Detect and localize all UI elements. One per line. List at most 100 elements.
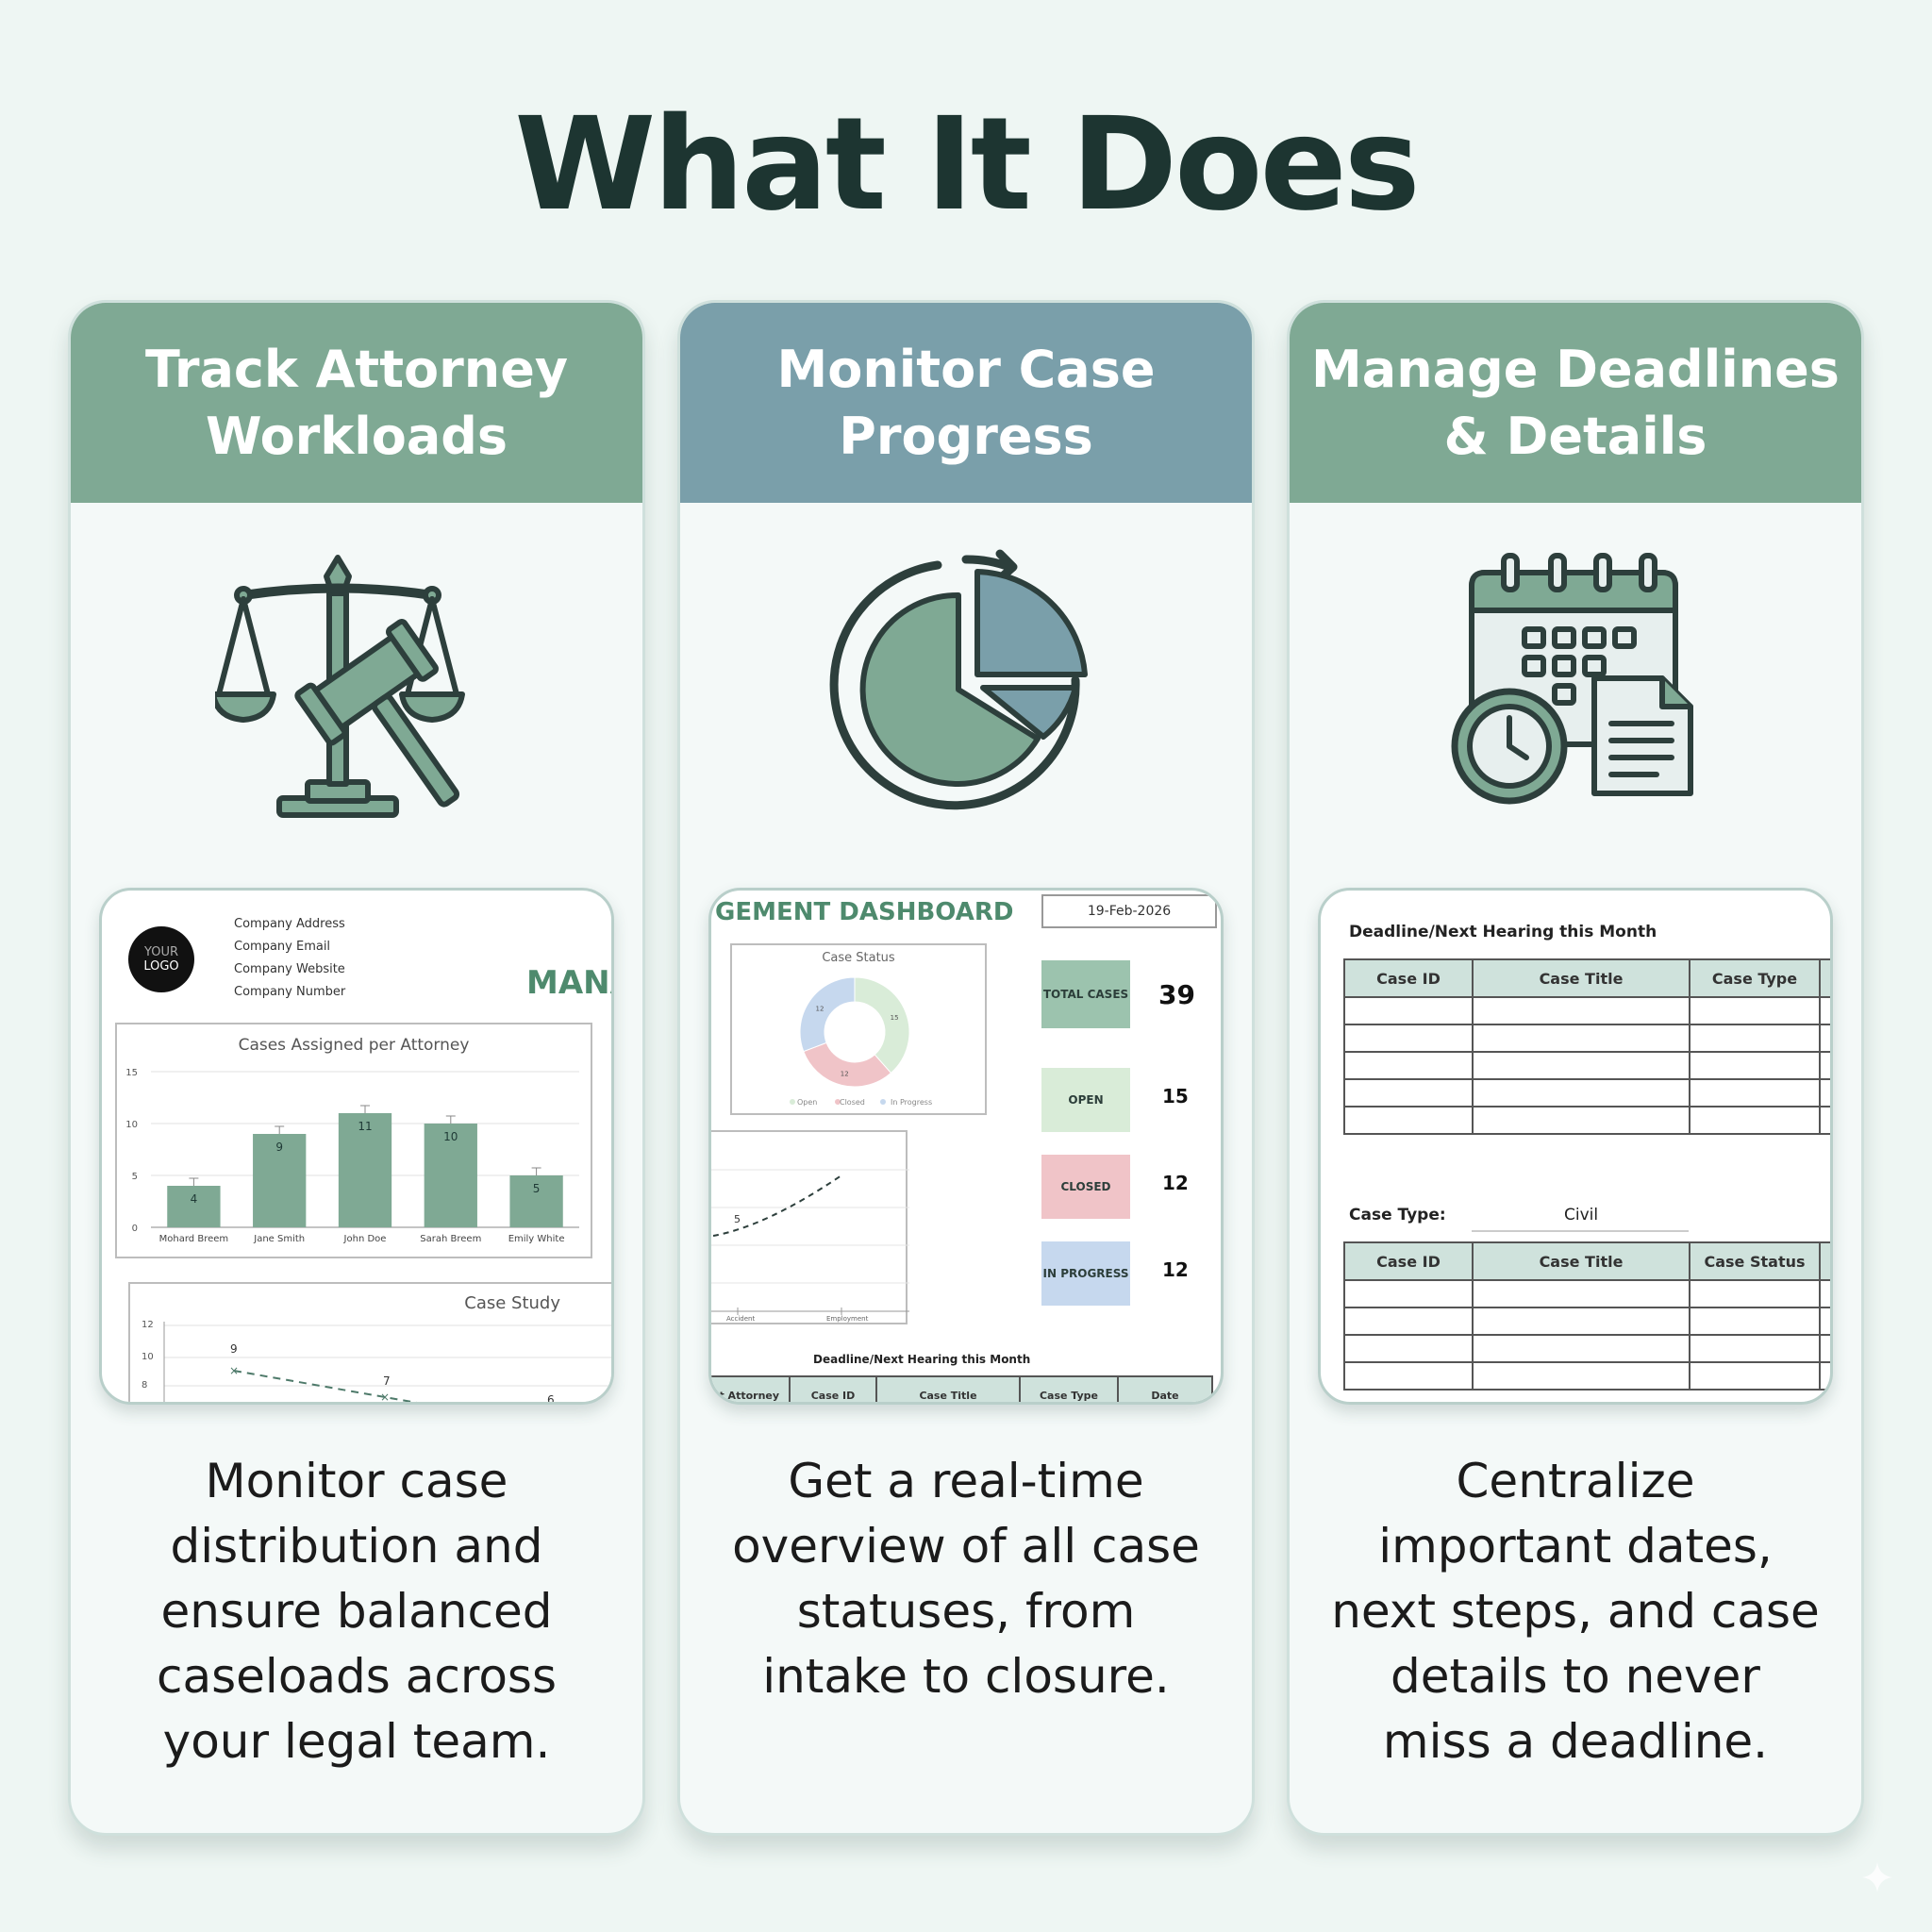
table-header: Case Status — [1689, 1241, 1821, 1281]
kpi-total-label: TOTAL CASES — [1041, 960, 1130, 1028]
desc-line: overview of all case — [732, 1519, 1200, 1574]
table-row — [1343, 1361, 1830, 1391]
table-header: Case Title — [1472, 1241, 1690, 1281]
table-header: ct Attorney — [711, 1375, 791, 1402]
category-label: Mohard Breem — [159, 1234, 228, 1244]
chart-title: Case Status — [822, 951, 895, 965]
legend-item-closed: Closed — [840, 1098, 865, 1107]
company-address: Company Address — [234, 917, 345, 931]
bar — [253, 1134, 307, 1227]
tick-label: 5 — [132, 1172, 138, 1182]
desc-line: important dates, — [1378, 1519, 1773, 1574]
data-label: 7 — [383, 1374, 391, 1388]
desc-line: statuses, from — [796, 1584, 1136, 1639]
logo-text: LOGO — [143, 959, 179, 974]
desc-line: intake to closure. — [762, 1649, 1170, 1704]
kpi-open-label: OPEN — [1041, 1068, 1130, 1132]
line-chart-plot: × × — [163, 1322, 611, 1402]
data-label: 5 — [734, 1213, 741, 1225]
data-label: 11 — [358, 1120, 372, 1133]
card-deadlines-details: Manage Deadlines & Details — [1287, 300, 1864, 1836]
table-header — [1819, 1241, 1830, 1281]
data-label: 12 — [816, 1005, 824, 1012]
kpi-open-value: 15 — [1162, 1085, 1189, 1108]
table-header: Case ID — [789, 1375, 877, 1402]
table-header: Date — [1117, 1375, 1213, 1402]
data-label: 6 — [547, 1393, 555, 1405]
card-header-line: Workloads — [205, 407, 508, 466]
card-header-line: Track Attorney — [144, 339, 569, 399]
kpi-total-value: 39 — [1158, 979, 1195, 1010]
tick-label: 15 — [125, 1068, 138, 1078]
card-case-progress: Monitor Case Progress GEMENT DASHBOARD 1… — [677, 300, 1255, 1836]
kpi-in-progress-label: IN PROGRESS — [1041, 1241, 1130, 1306]
bar — [509, 1175, 563, 1227]
deadline-table: Case ID Case Title Case Type — [1343, 958, 1830, 1135]
section-title: Deadline/Next Hearing this Month — [1349, 923, 1657, 941]
category-label: Jane Smith — [253, 1234, 305, 1244]
card-header-line: & Details — [1443, 407, 1707, 466]
card-header: Manage Deadlines & Details — [1290, 303, 1861, 503]
desc-line: next steps, and case — [1331, 1584, 1820, 1639]
desc-line: miss a deadline. — [1382, 1714, 1769, 1769]
desc-line: Monitor case — [205, 1454, 508, 1508]
tick-label: 0 — [132, 1224, 138, 1234]
desc-line: your legal team. — [162, 1714, 551, 1769]
dashboard-title-fragment: MANA — [526, 964, 611, 1002]
card-attorney-workloads: Track Attorney Workloads — [68, 300, 645, 1836]
table-header: Case ID — [1343, 958, 1474, 998]
bar — [424, 1124, 477, 1227]
data-label: 15 — [891, 1014, 899, 1022]
table-row — [1343, 1078, 1830, 1108]
desc-line: caseloads across — [156, 1649, 558, 1704]
date-display: 19-Feb-2026 — [1041, 894, 1217, 928]
table-row — [1343, 1106, 1830, 1135]
table-header: Case ID — [1343, 1241, 1474, 1281]
chart-title: Cases Assigned per Attorney — [238, 1036, 470, 1055]
legend-item-open: Open — [797, 1098, 818, 1107]
data-label: 9 — [230, 1342, 238, 1356]
donut-slice — [803, 1041, 892, 1088]
company-logo: YOUR LOGO — [128, 926, 194, 992]
legend-item-in-progress: In Progress — [891, 1098, 933, 1107]
donut-slice — [854, 976, 910, 1074]
tick-label: 12 — [142, 1320, 154, 1330]
calendar-clock-document-icon — [1451, 553, 1693, 805]
data-label: 4 — [191, 1192, 198, 1206]
desc-line: Centralize — [1456, 1454, 1695, 1508]
donut-slice — [799, 976, 856, 1053]
data-label: 10 — [443, 1130, 458, 1143]
category-label: John Doe — [343, 1234, 387, 1244]
bar — [167, 1186, 221, 1227]
line-chart: 5 Accident Employment — [711, 1130, 909, 1324]
card-header-line: Progress — [839, 407, 1093, 466]
scales-gavel-icon — [215, 555, 465, 818]
card-header: Monitor Case Progress — [680, 303, 1252, 503]
legend-swatch — [835, 1099, 841, 1105]
line-chart-case-study: Case Study 12 10 8 9 7 6 × × — [128, 1282, 611, 1405]
card-header: Track Attorney Workloads — [71, 303, 642, 503]
desc-line: ensure balanced — [160, 1584, 553, 1639]
table-row — [1343, 1334, 1830, 1363]
sparkle-icon — [1862, 1862, 1892, 1892]
chart-title: Case Study — [464, 1293, 560, 1313]
desc-line: details to never — [1391, 1649, 1760, 1704]
legend-swatch — [880, 1099, 886, 1105]
table-header: Case Title — [875, 1375, 1021, 1402]
card-description: Get a real-time overview of all case sta… — [680, 1449, 1252, 1709]
card-description: Monitor case distribution and ensure bal… — [71, 1449, 642, 1774]
case-type-underline — [1472, 1230, 1689, 1232]
kpi-in-progress-value: 12 — [1162, 1258, 1189, 1281]
table-row — [1343, 1307, 1830, 1336]
tick-label: 8 — [142, 1380, 148, 1391]
case-type-value[interactable]: Civil — [1564, 1206, 1599, 1224]
category-label: Emily White — [508, 1234, 565, 1244]
table-header: Case Type — [1689, 958, 1821, 998]
table-header: Case Type — [1019, 1375, 1119, 1402]
tick-label: 10 — [125, 1120, 138, 1130]
desc-line: Get a real-time — [788, 1454, 1144, 1508]
